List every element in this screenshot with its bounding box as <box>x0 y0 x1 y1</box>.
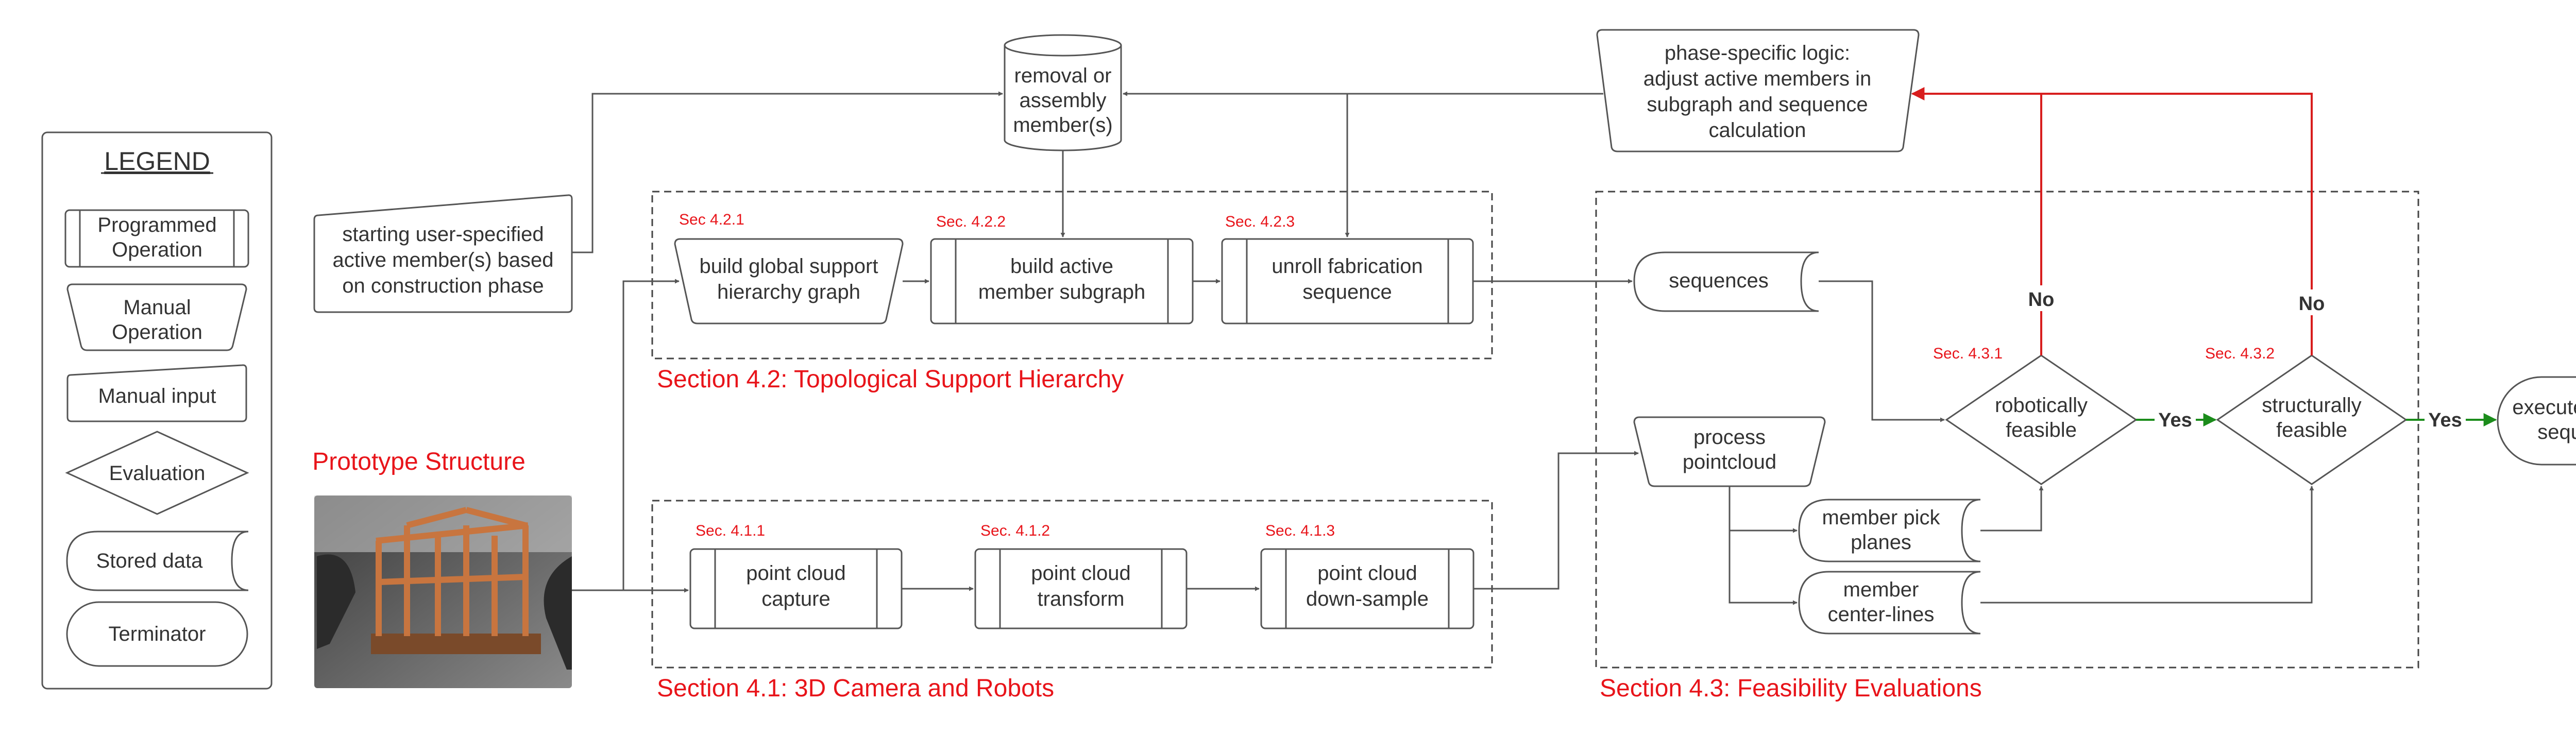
svg-text:Sec. 4.3.1: Sec. 4.3.1 <box>1933 345 2003 362</box>
svg-text:member subgraph: member subgraph <box>978 281 1146 303</box>
svg-text:Sec. 4.2.3: Sec. 4.2.3 <box>1225 213 1295 230</box>
yes-label-robotic: Yes <box>2158 409 2192 431</box>
svg-text:transform: transform <box>1038 588 1125 610</box>
svg-text:Sec. 4.1.1: Sec. 4.1.1 <box>696 522 765 539</box>
svg-text:member: member <box>1843 578 1919 601</box>
point-cloud-transform: point cloud transform <box>974 548 1188 629</box>
svg-text:center-lines: center-lines <box>1828 603 1935 626</box>
svg-text:sequences: sequences <box>1669 269 1768 292</box>
legend-manual-operation: Manual Operation <box>66 283 247 351</box>
svg-text:Programmed: Programmed <box>97 214 216 236</box>
prototype-title: Prototype Structure <box>312 448 526 475</box>
no-label-robotic: No <box>2028 289 2055 311</box>
robotically-feasible-decision: robotically feasible <box>1945 354 2138 485</box>
svg-text:Sec. 4.3.2: Sec. 4.3.2 <box>2205 345 2275 362</box>
svg-text:robotically: robotically <box>1995 394 2088 417</box>
svg-text:on construction phase: on construction phase <box>342 275 544 297</box>
svg-text:starting user-specified: starting user-specified <box>342 223 544 246</box>
sequences-stored-data: sequences <box>1633 251 1819 312</box>
svg-text:feasible: feasible <box>2006 419 2077 441</box>
svg-text:Manual input: Manual input <box>98 385 216 407</box>
legend-title: LEGEND <box>104 147 210 176</box>
svg-text:unroll fabrication: unroll fabrication <box>1272 255 1423 278</box>
svg-text:removal or: removal or <box>1014 64 1112 87</box>
svg-text:build global support: build global support <box>700 255 878 278</box>
execute-robotic-sequence-terminator: execute robotic sequence <box>2497 376 2576 466</box>
structurally-feasible-decision: structurally feasible <box>2216 354 2408 485</box>
svg-text:Stored data: Stored data <box>96 550 204 572</box>
svg-text:pointcloud: pointcloud <box>1683 451 1776 473</box>
svg-text:Operation: Operation <box>112 321 202 344</box>
section-4-3-title: Section 4.3: Feasibility Evaluations <box>1600 675 1982 702</box>
prototype-photo <box>314 495 572 688</box>
member-pick-planes: member pick planes <box>1798 499 1981 562</box>
svg-text:structurally: structurally <box>2262 394 2361 417</box>
svg-text:point cloud: point cloud <box>746 562 845 585</box>
legend-stored-data: Stored data <box>66 531 249 591</box>
svg-text:feasible: feasible <box>2276 419 2347 441</box>
svg-text:subgraph and sequence: subgraph and sequence <box>1647 93 1868 116</box>
phase-specific-logic: phase-specific logic: adjust active memb… <box>1596 29 1920 152</box>
section-4-2-title: Section 4.2: Topological Support Hierarc… <box>657 366 1124 393</box>
svg-text:Operation: Operation <box>112 238 202 261</box>
svg-text:planes: planes <box>1851 531 1911 554</box>
svg-text:Sec 4.2.1: Sec 4.2.1 <box>679 211 744 228</box>
section-4-2-group: Section 4.2: Topological Support Hierarc… <box>651 191 1493 393</box>
svg-text:member(s): member(s) <box>1013 114 1112 136</box>
legend: LEGEND Programmed Operation Manual Opera… <box>41 131 273 690</box>
svg-text:hierarchy graph: hierarchy graph <box>717 281 860 303</box>
legend-programmed-operation: Programmed Operation <box>64 209 249 268</box>
section-4-3-group: Section 4.3: Feasibility Evaluations Sec… <box>1595 191 2419 702</box>
svg-text:build active: build active <box>1010 255 1113 278</box>
svg-text:Evaluation: Evaluation <box>109 462 206 485</box>
legend-evaluation: Evaluation <box>65 431 249 515</box>
connectors <box>572 87 2497 605</box>
svg-text:calculation: calculation <box>1708 119 1806 142</box>
svg-text:Terminator: Terminator <box>109 623 206 645</box>
svg-text:active member(s) based: active member(s) based <box>332 249 553 271</box>
svg-text:sequence: sequence <box>2537 421 2576 443</box>
legend-manual-input: Manual input <box>66 364 247 422</box>
svg-text:Manual: Manual <box>123 296 191 319</box>
yes-label-structural: Yes <box>2428 409 2462 431</box>
section-4-1-title: Section 4.1: 3D Camera and Robots <box>657 675 1054 702</box>
member-center-lines: member center-lines <box>1798 571 1981 635</box>
section-4-1-group: Section 4.1: 3D Camera and Robots Sec. 4… <box>651 500 1493 702</box>
build-global-support-graph: build global support hierarchy graph <box>674 238 904 324</box>
svg-text:assembly: assembly <box>1020 89 1107 112</box>
svg-text:adjust active members in: adjust active members in <box>1643 67 1871 90</box>
svg-text:process: process <box>1693 426 1766 449</box>
svg-text:member pick: member pick <box>1822 506 1941 529</box>
svg-text:Sec. 4.1.2: Sec. 4.1.2 <box>980 522 1050 539</box>
removal-assembly-database: removal or assembly member(s) <box>1004 34 1122 151</box>
svg-text:capture: capture <box>761 588 830 610</box>
svg-text:point cloud: point cloud <box>1031 562 1130 585</box>
point-cloud-downsample: point cloud down-sample <box>1260 548 1475 629</box>
svg-text:execute robotic: execute robotic <box>2512 396 2576 419</box>
point-cloud-capture: point cloud capture <box>689 548 903 629</box>
svg-text:sequence: sequence <box>1302 281 1392 303</box>
svg-text:down-sample: down-sample <box>1306 588 1429 610</box>
build-active-member-subgraph: build active member subgraph <box>930 238 1194 324</box>
user-input-box: starting user-specified active member(s)… <box>313 194 573 313</box>
svg-text:Sec. 4.2.2: Sec. 4.2.2 <box>936 213 1006 230</box>
svg-text:phase-specific logic:: phase-specific logic: <box>1665 42 1850 64</box>
no-label-structural: No <box>2299 293 2325 315</box>
svg-text:point cloud: point cloud <box>1317 562 1417 585</box>
svg-text:Sec. 4.1.3: Sec. 4.1.3 <box>1265 522 1335 539</box>
legend-terminator: Terminator <box>66 601 248 667</box>
unroll-fabrication-sequence: unroll fabrication sequence <box>1221 238 1474 324</box>
process-pointcloud: process pointcloud <box>1633 416 1826 487</box>
